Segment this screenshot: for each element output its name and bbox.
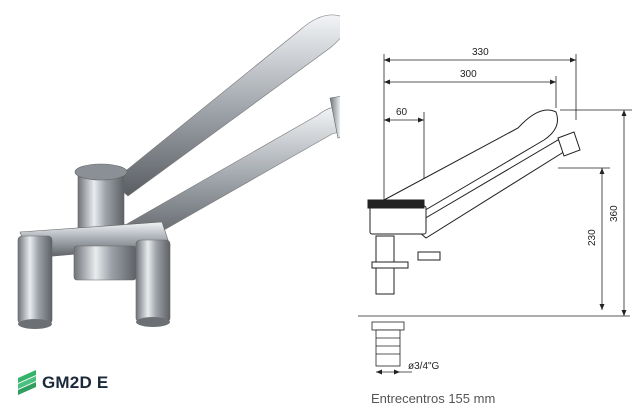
model-brand: GM2D E: [18, 370, 108, 396]
dim-label-60: 60: [396, 107, 408, 118]
dim-label-230: 230: [587, 229, 598, 246]
dim-label-300: 300: [460, 69, 477, 80]
dim-label-360: 360: [609, 205, 620, 222]
center-distance-caption: Entrecentros 155 mm: [371, 391, 496, 406]
product-photo: [17, 14, 340, 329]
brand-logo-icon: [18, 370, 36, 395]
dim-label-330: 330: [472, 47, 489, 58]
model-name: GM2D E: [42, 373, 109, 392]
dim-label-thread: ø3/4"G: [408, 361, 440, 372]
technical-drawing: 330 300 60 230 360 ø3/4"G: [358, 47, 632, 375]
